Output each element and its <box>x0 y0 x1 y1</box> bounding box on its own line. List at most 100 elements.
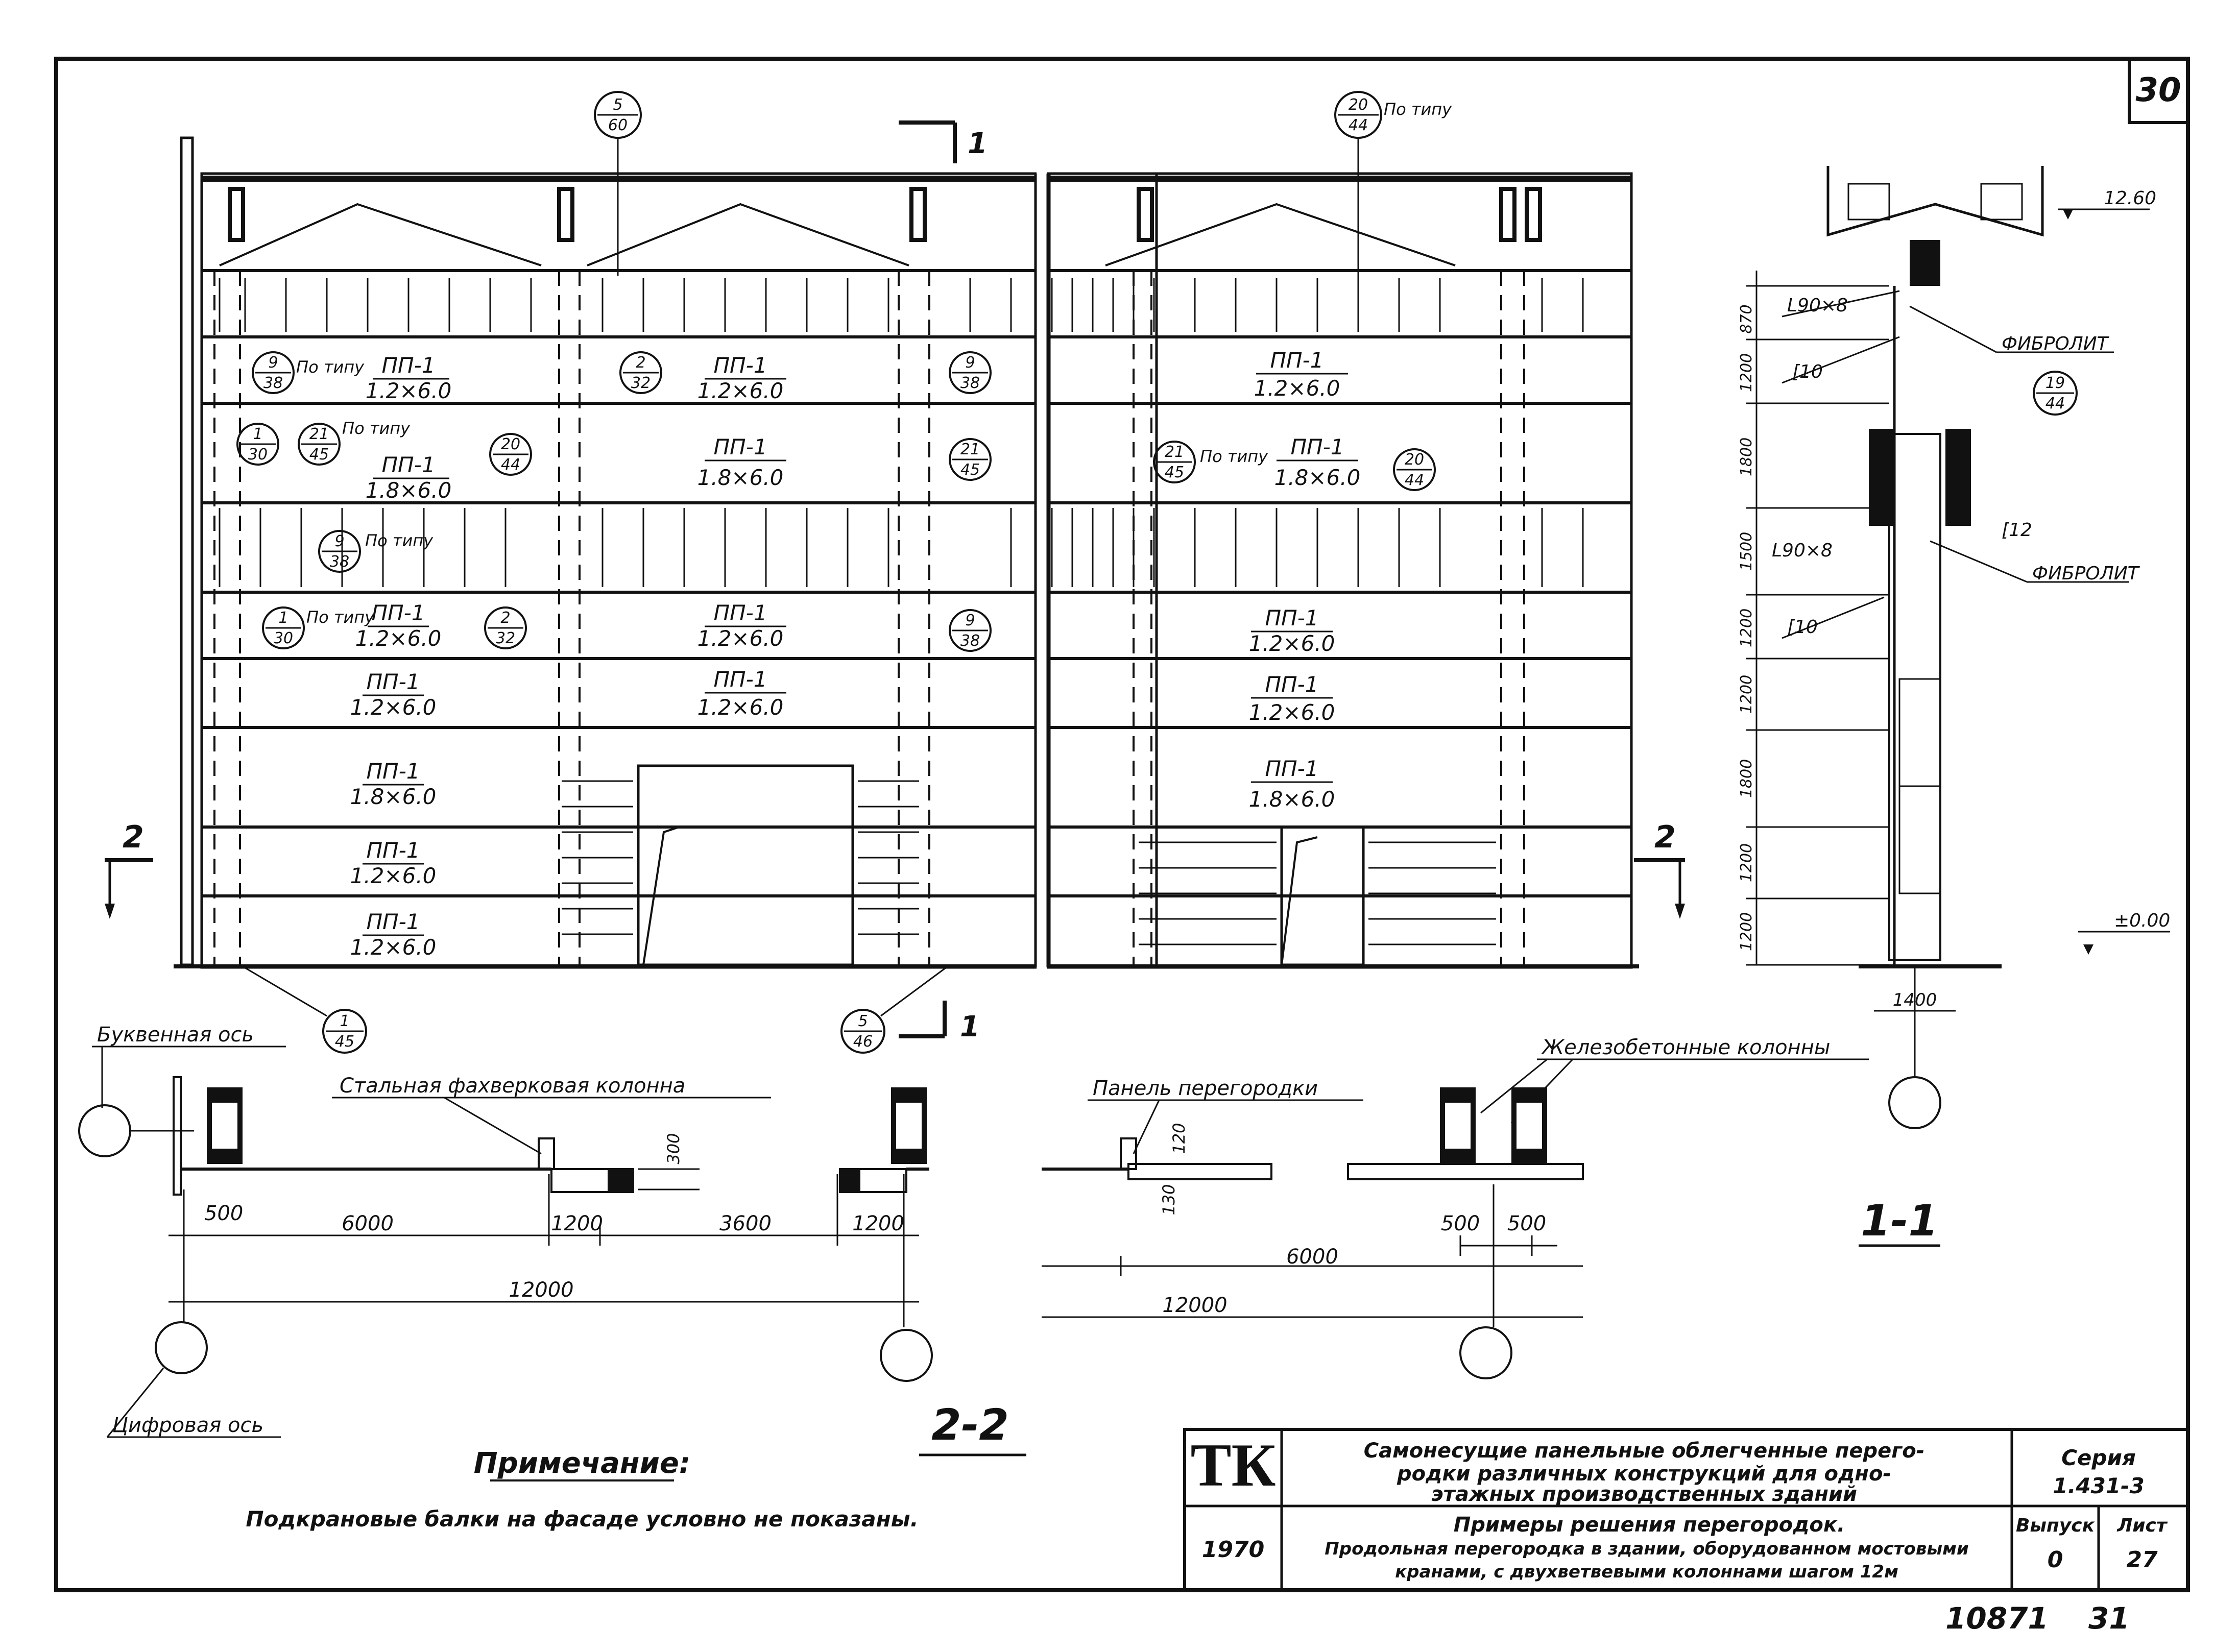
ref-bubble: 1 30 По типу <box>262 606 375 649</box>
level-zero: ±0.00 <box>2114 910 2170 931</box>
ref-bubble: 20 44 По типу <box>1334 91 1452 286</box>
svg-text:46: 46 <box>853 1033 873 1051</box>
svg-text:Выпуск: Выпуск <box>2016 1515 2096 1536</box>
title-block: ТК 1970 Самонесущие панельные облегченны… <box>1183 1428 2189 1592</box>
svg-text:21: 21 <box>309 425 329 443</box>
svg-text:9: 9 <box>965 354 975 372</box>
note-title: Примечание: <box>474 1447 690 1480</box>
panel-size: 1.8×6.0 <box>350 784 437 809</box>
fibrolit-label: ФИБРОЛИТ <box>2032 563 2140 584</box>
svg-text:30: 30 <box>274 629 293 647</box>
svg-text:44: 44 <box>1349 116 1368 134</box>
ref-bubble: 21 45 <box>949 438 992 481</box>
svg-text:2: 2 <box>1654 819 1676 855</box>
svg-text:3600: 3600 <box>719 1212 772 1235</box>
svg-text:0: 0 <box>2048 1547 2063 1573</box>
panel-size: 1.8×6.0 <box>1274 465 1361 490</box>
svg-text:По типу: По типу <box>365 531 434 550</box>
ref-bubble: 20 44 <box>489 433 532 476</box>
fibrolit-label: ФИБРОЛИТ <box>2002 333 2110 354</box>
ref-bubble: 19 44 <box>2033 371 2078 416</box>
svg-text:кранами, с двухветвевыми колон: кранами, с двухветвевыми колоннами шагом… <box>1395 1562 1898 1582</box>
note-block: Примечание: Подкрановые балки на фасаде … <box>246 1447 918 1532</box>
end-column <box>180 136 194 966</box>
panel-size: 1.2×6.0 <box>697 378 784 403</box>
ref-bubble: 9 38 <box>949 351 992 394</box>
steel-column-label: Стальная фахверковая колонна <box>340 1074 685 1098</box>
section-1-1: 870 1200 1800 1500 1200 1200 1800 1200 1… <box>1738 166 2170 1247</box>
svg-text:32: 32 <box>496 629 515 647</box>
svg-text:По типу: По типу <box>342 419 411 438</box>
svg-text:45: 45 <box>335 1033 354 1051</box>
svg-text:27: 27 <box>2126 1547 2158 1573</box>
svg-text:9: 9 <box>268 354 278 372</box>
svg-text:2: 2 <box>123 819 144 855</box>
panel-mark: ПП-1 <box>713 600 767 625</box>
svg-text:родки различных конструкций дл: родки различных конструкций для одно- <box>1397 1462 1891 1486</box>
year: 1970 <box>1202 1537 1264 1563</box>
svg-text:1200: 1200 <box>551 1212 603 1235</box>
svg-text:1: 1 <box>968 127 988 160</box>
svg-text:6000: 6000 <box>342 1212 394 1235</box>
svg-text:1200: 1200 <box>1738 912 1755 951</box>
svg-text:9: 9 <box>334 532 344 550</box>
svg-text:60: 60 <box>608 116 628 134</box>
svg-text:12000: 12000 <box>1162 1294 1227 1317</box>
svg-text:500: 500 <box>1441 1212 1480 1235</box>
svg-text:Серия: Серия <box>2061 1445 2136 1470</box>
note-text: Подкрановые балки на фасаде условно не п… <box>246 1507 918 1532</box>
panel-mark: ПП-1 <box>366 909 420 934</box>
archive-sheet: 31 <box>2088 1601 2130 1636</box>
svg-text:38: 38 <box>960 374 980 392</box>
svg-text:1200: 1200 <box>1738 843 1755 882</box>
panel-mark: ПП-1 <box>1290 434 1344 459</box>
panel-size: 1.8×6.0 <box>697 465 784 490</box>
ref-bubble: 20 44 <box>1393 448 1436 491</box>
svg-text:Примеры решения перегородок.: Примеры решения перегородок. <box>1454 1513 1845 1537</box>
svg-text:38: 38 <box>960 632 980 650</box>
svg-text:По типу: По типу <box>1200 447 1268 466</box>
svg-text:20: 20 <box>1349 96 1368 114</box>
svg-text:1: 1 <box>960 1010 980 1043</box>
svg-text:этажных производственных здани: этажных производственных зданий <box>1431 1483 1857 1506</box>
svg-text:1: 1 <box>253 425 262 443</box>
svg-text:32: 32 <box>631 374 651 392</box>
svg-text:1200: 1200 <box>852 1212 904 1235</box>
svg-text:19: 19 <box>2046 374 2065 392</box>
panel-mark: ПП-1 <box>713 667 767 692</box>
svg-text:120: 120 <box>1169 1123 1189 1154</box>
svg-text:130: 130 <box>1159 1184 1178 1215</box>
ref-bubble: 21 45 По типу <box>1153 441 1268 483</box>
svg-text:По типу: По типу <box>296 357 365 377</box>
ref-bubble: 2 32 <box>484 606 527 649</box>
svg-text:1: 1 <box>278 609 288 627</box>
svg-text:1200: 1200 <box>1738 609 1755 647</box>
level-top: 12.60 <box>2104 188 2156 209</box>
sheet-number-box <box>2128 57 2189 124</box>
panel-size: 1.2×6.0 <box>1249 631 1335 656</box>
ref-bubble: 1 30 <box>236 423 279 466</box>
panel-mark: ПП-1 <box>366 669 420 694</box>
logo: ТК <box>1190 1431 1276 1499</box>
panel-mark: ПП-1 <box>713 353 767 378</box>
panel-size: 1.2×6.0 <box>366 378 452 403</box>
sheet-number: 30 <box>2135 71 2181 109</box>
svg-text:38: 38 <box>263 374 283 392</box>
panel-mark: ПП-1 <box>1265 672 1318 697</box>
partition-panel-label: Панель перегородки <box>1093 1077 1318 1100</box>
svg-text:1500: 1500 <box>1738 532 1755 571</box>
svg-text:2: 2 <box>636 354 645 372</box>
elevation-right <box>1042 172 1639 969</box>
ref-bubble: 5 46 <box>840 964 950 1054</box>
ref-bubble: 9 38 По типу <box>252 351 365 394</box>
steel-label: L90×8 <box>1772 540 1833 561</box>
svg-text:6000: 6000 <box>1286 1245 1338 1269</box>
panel-size: 1.8×6.0 <box>1249 787 1335 812</box>
svg-text:1.431-3: 1.431-3 <box>2053 1473 2145 1498</box>
svg-text:45: 45 <box>1165 464 1184 481</box>
panel-size: 1.2×6.0 <box>1249 700 1335 725</box>
svg-text:1200: 1200 <box>1738 353 1755 392</box>
svg-text:1200: 1200 <box>1738 675 1755 714</box>
